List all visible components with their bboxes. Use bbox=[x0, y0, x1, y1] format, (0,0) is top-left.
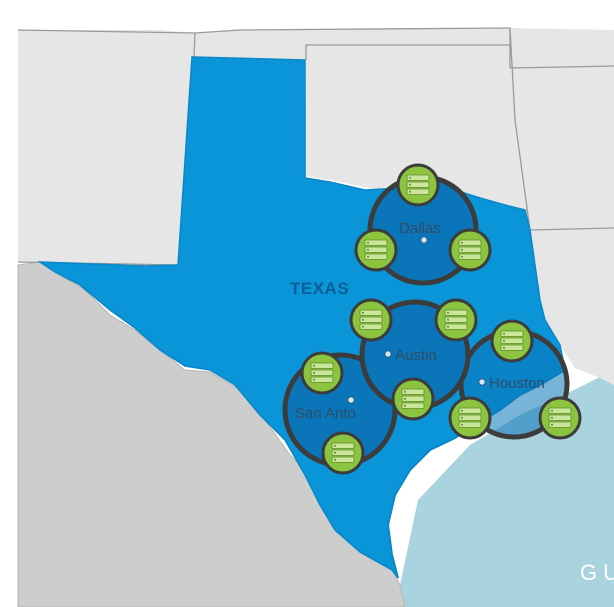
server-icon[interactable] bbox=[490, 319, 534, 363]
server-icon[interactable] bbox=[391, 377, 435, 421]
san-antonio-city-label: San Anto bbox=[295, 405, 356, 422]
server-icon[interactable] bbox=[321, 431, 365, 475]
dallas-city-label: Dallas bbox=[399, 220, 441, 237]
server-icon[interactable] bbox=[354, 228, 398, 272]
neighbor-states bbox=[18, 28, 614, 385]
server-icon[interactable] bbox=[448, 228, 492, 272]
gulf-label: GU bbox=[580, 560, 614, 585]
dallas-city-dot bbox=[420, 236, 428, 244]
server-icon[interactable] bbox=[434, 298, 478, 342]
server-icon[interactable] bbox=[538, 396, 582, 440]
server-icon[interactable] bbox=[300, 351, 344, 395]
austin-city-label: Austin bbox=[395, 347, 437, 364]
server-icon[interactable] bbox=[396, 163, 440, 207]
houston-city-label: Houston bbox=[489, 375, 545, 392]
server-icon[interactable] bbox=[349, 298, 393, 342]
state-label: TEXAS bbox=[290, 279, 349, 298]
san-antonio-city-dot bbox=[347, 396, 355, 404]
austin-city-dot bbox=[384, 350, 392, 358]
server-icons-layer bbox=[300, 163, 582, 475]
server-icon[interactable] bbox=[448, 396, 492, 440]
houston-city-dot bbox=[478, 378, 486, 386]
